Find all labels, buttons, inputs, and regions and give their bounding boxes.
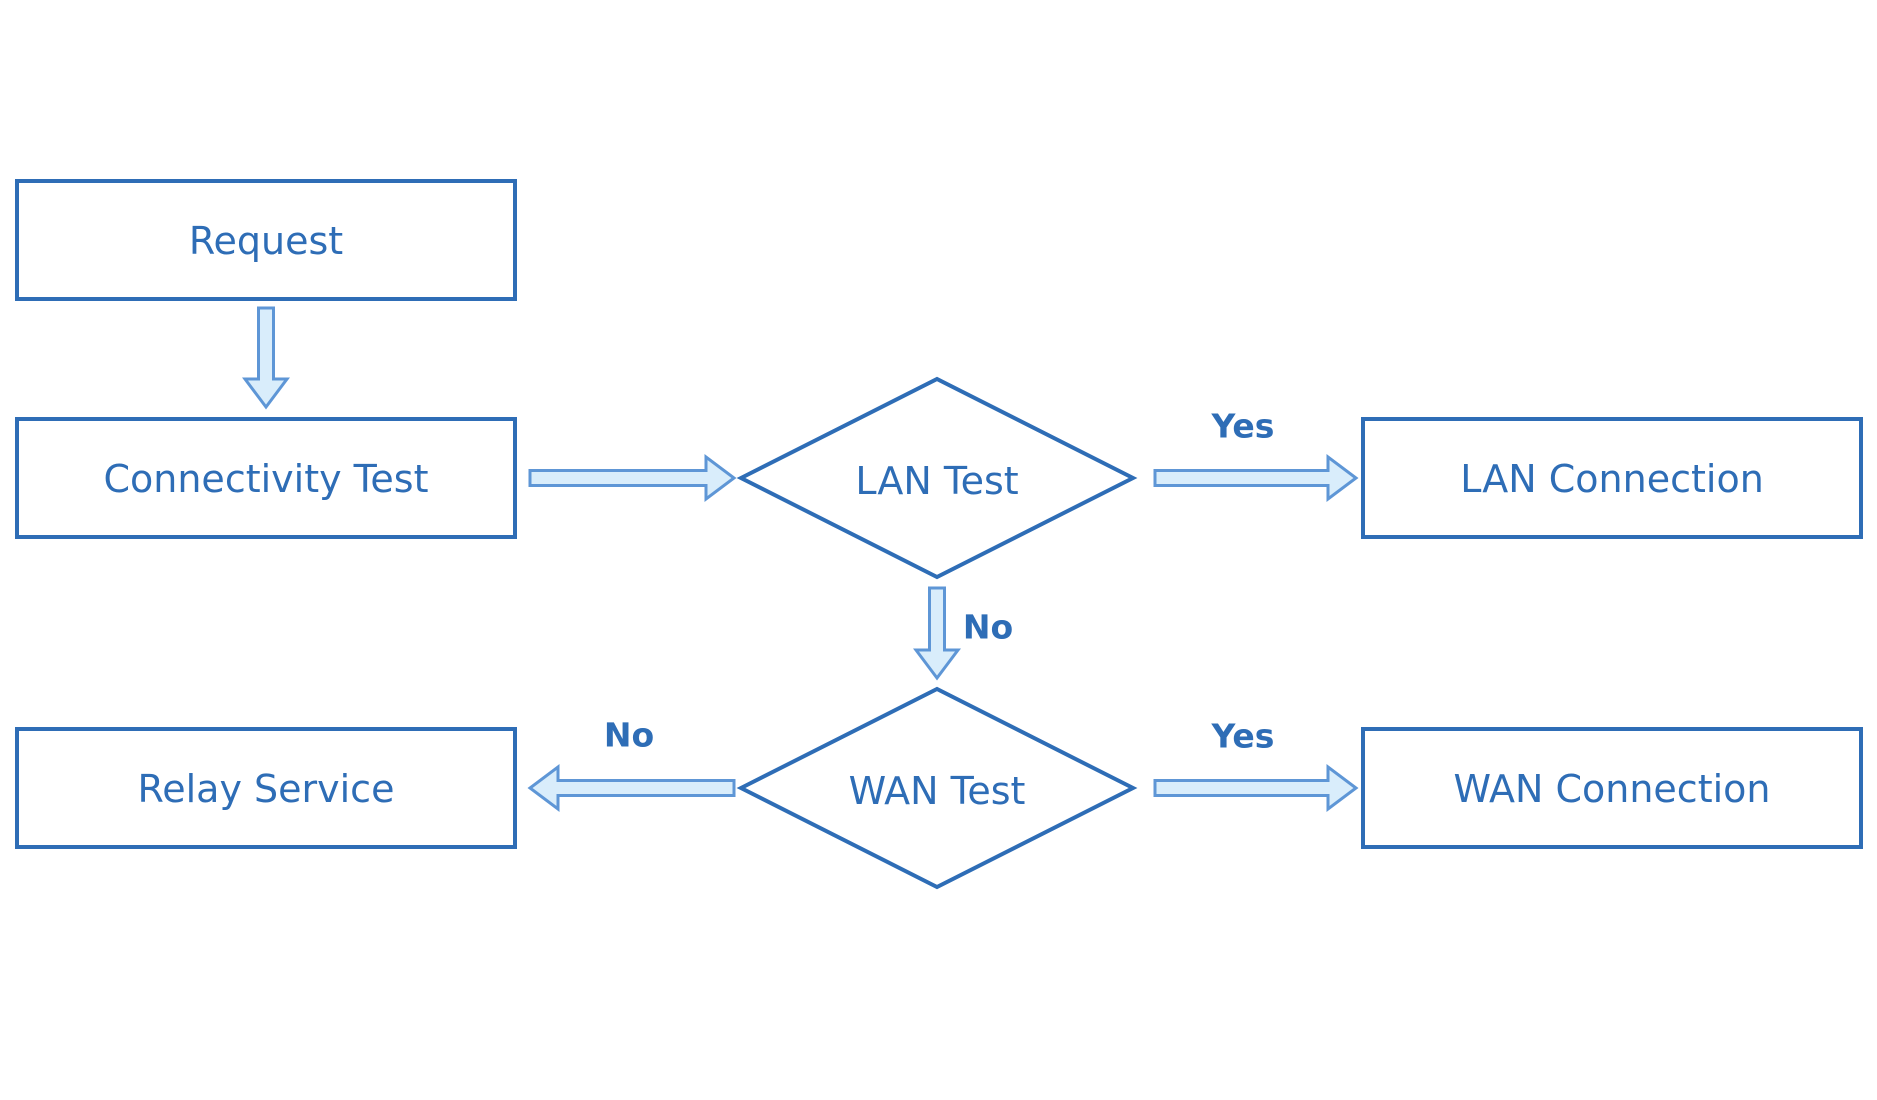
- arrow-down-lan-test-to-wan-test-icon: [913, 586, 961, 681]
- arrow-right-lan-test-to-lan-connection-icon: [1153, 454, 1359, 502]
- node-lan-connection-shape: [1361, 417, 1863, 539]
- node-lan-test-label: LAN Test: [855, 459, 1018, 503]
- arrow-left-wan-test-to-relay-service-icon: [527, 764, 736, 812]
- arrow-down-request-to-connectivity-icon: [242, 306, 290, 410]
- edge-label-lan-test-no: No: [963, 608, 1013, 647]
- node-connectivity-test-shape: [15, 417, 517, 539]
- node-request: Request: [15, 179, 517, 301]
- edge-label-wan-test-no: No: [604, 716, 654, 755]
- node-request-label: Request: [189, 219, 343, 263]
- node-relay-service: Relay Service: [15, 727, 517, 849]
- node-lan-test: LAN Test: [736, 376, 1138, 580]
- edge-label-lan-test-yes: Yes: [1211, 407, 1275, 446]
- node-wan-test: WAN Test: [736, 686, 1138, 890]
- arrow-right-wan-test-to-wan-connection-icon: [1153, 764, 1359, 812]
- edge-label-wan-test-yes: Yes: [1211, 717, 1275, 756]
- node-wan-test-label: WAN Test: [849, 769, 1026, 813]
- node-lan-test-shape: [736, 376, 1138, 580]
- node-connectivity-test-label: Connectivity Test: [103, 457, 428, 501]
- node-request-shape: [15, 179, 517, 301]
- node-wan-connection: WAN Connection: [1361, 727, 1863, 849]
- node-lan-connection-label: LAN Connection: [1460, 457, 1764, 501]
- node-wan-test-shape: [736, 686, 1138, 890]
- node-lan-connection: LAN Connection: [1361, 417, 1863, 539]
- node-relay-service-label: Relay Service: [138, 767, 395, 811]
- node-wan-connection-shape: [1361, 727, 1863, 849]
- node-relay-service-shape: [15, 727, 517, 849]
- arrow-right-connectivity-to-lan-test-icon: [528, 454, 737, 502]
- node-connectivity-test: Connectivity Test: [15, 417, 517, 539]
- node-wan-connection-label: WAN Connection: [1453, 767, 1770, 811]
